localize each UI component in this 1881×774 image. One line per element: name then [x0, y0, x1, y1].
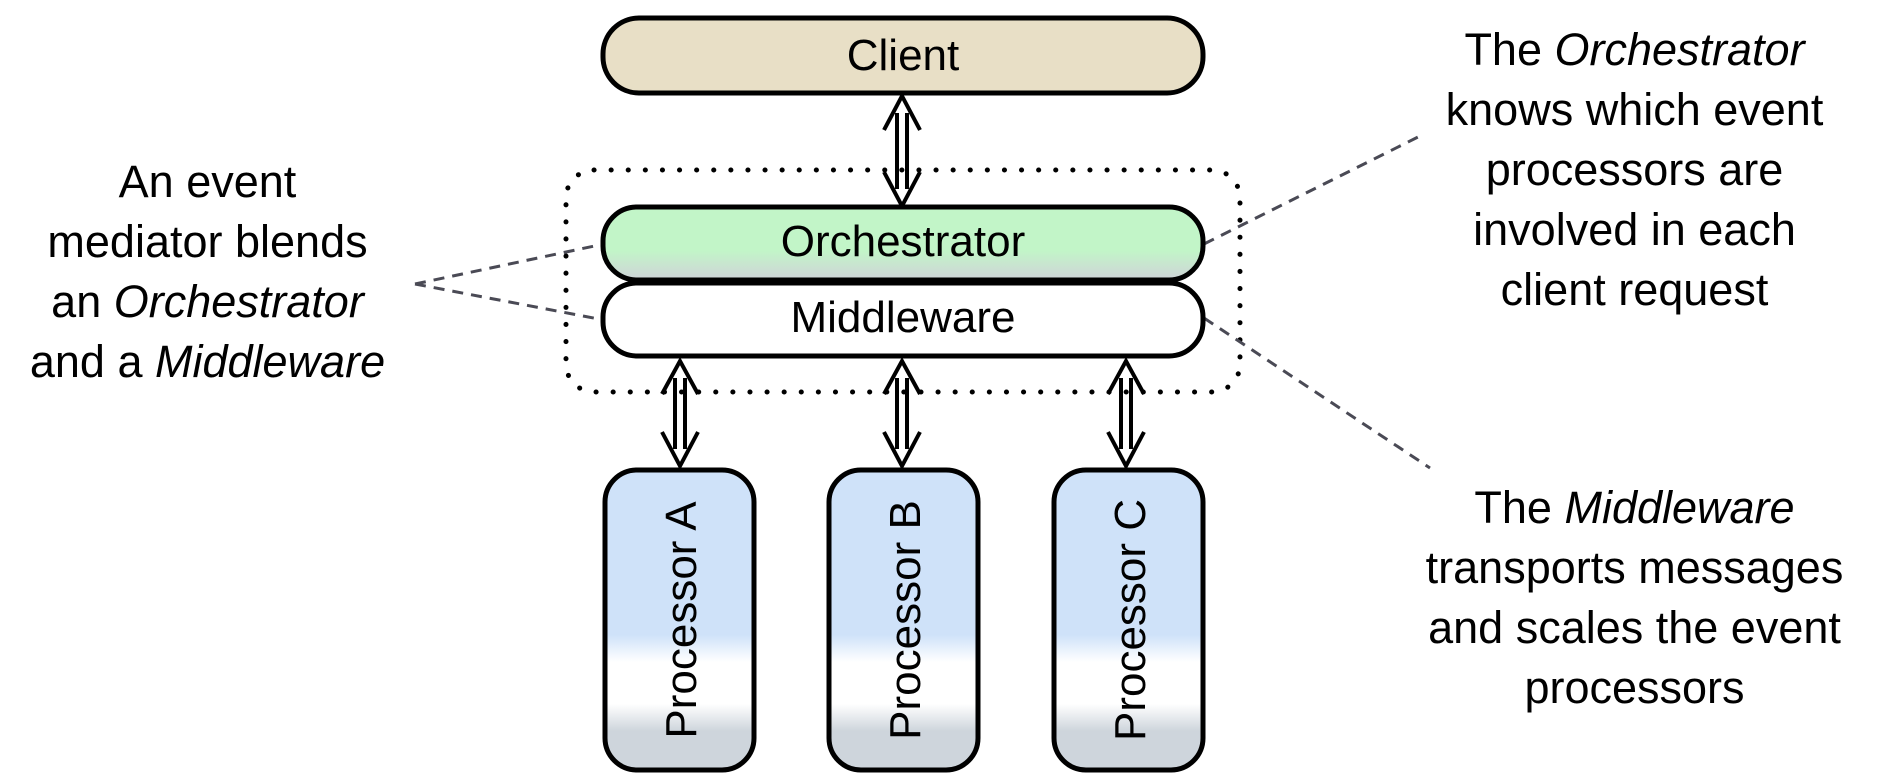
- note-right-top-line: The Orchestrator: [1464, 24, 1805, 75]
- leader-lines: [414, 135, 1431, 470]
- orchestrator-label: Orchestrator: [781, 217, 1026, 266]
- note-right-bottom-line: transports messages: [1425, 542, 1844, 593]
- client-label: Client: [847, 31, 960, 80]
- orchestrator-node: Orchestrator: [600, 204, 1206, 283]
- arrow-client-orchestrator: [882, 91, 922, 211]
- note-right-top-line: processors are: [1485, 144, 1784, 195]
- note-left-line: an Orchestrator: [51, 276, 364, 327]
- processor-b-label: Processor B: [881, 500, 930, 740]
- leader-line-left-to-orchestrator: [414, 242, 605, 286]
- note-right-bottom-line: and scales the event: [1428, 602, 1841, 653]
- note-right-top-line: involved in each: [1473, 204, 1796, 255]
- leader-line-right-to-orchestrator: [1203, 135, 1419, 246]
- note-right-bottom-line: The Middleware: [1474, 482, 1795, 533]
- processor-b-node: Processor B: [826, 467, 981, 773]
- note-event-mediator: An event mediator blends an Orchestrator…: [0, 152, 415, 392]
- client-node: Client: [600, 15, 1206, 96]
- arrow-middleware-processor-c: [1106, 356, 1146, 471]
- processor-c-label: Processor C: [1106, 499, 1155, 741]
- processor-a-label: Processor A: [657, 501, 706, 739]
- note-right-top-line: client request: [1500, 264, 1769, 315]
- mediator-group-boundary: [563, 167, 1243, 395]
- middleware-node: Middleware: [600, 280, 1206, 359]
- note-right-bottom-line: processors: [1524, 662, 1745, 713]
- connectors: [660, 91, 1146, 471]
- note-left-line: and a Middleware: [29, 336, 386, 387]
- middleware-label: Middleware: [791, 293, 1016, 342]
- leader-line-right-to-middleware: [1203, 316, 1431, 470]
- processor-c-node: Processor C: [1051, 467, 1206, 773]
- processor-a-node: Processor A: [602, 467, 757, 773]
- note-middleware: The Middleware transports messages and s…: [1388, 478, 1881, 718]
- arrow-middleware-processor-a: [660, 356, 700, 471]
- note-left-line: An event: [118, 156, 297, 207]
- arrow-middleware-processor-b: [882, 356, 922, 471]
- leader-line-left-to-middleware: [414, 282, 605, 322]
- note-left-line: mediator blends: [47, 216, 368, 267]
- note-right-top-line: knows which event: [1445, 84, 1824, 135]
- note-orchestrator: The Orchestrator knows which event proce…: [1388, 20, 1881, 320]
